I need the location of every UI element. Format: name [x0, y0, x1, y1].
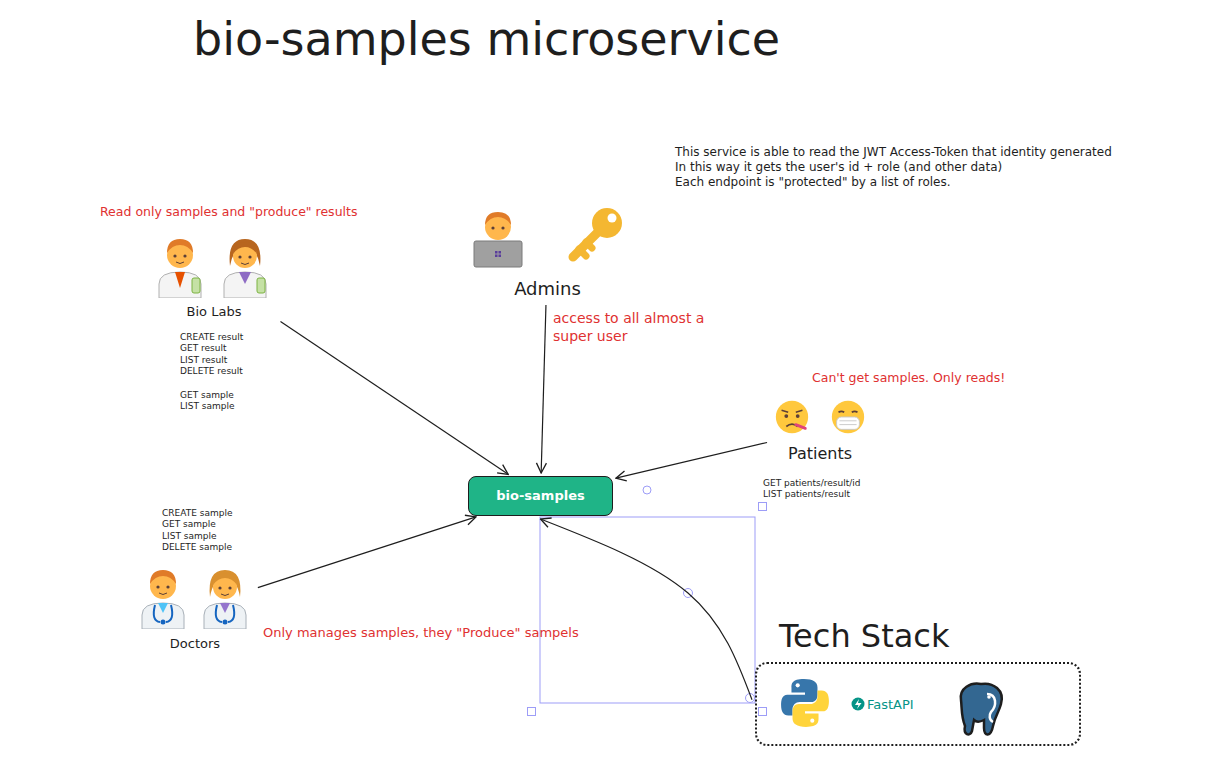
admin-actor: Admins	[465, 200, 630, 302]
note-text: In this way it gets the user's id + role…	[675, 160, 1002, 175]
endpoint-item: GET sample	[180, 390, 234, 401]
fastapi-logo-disc	[852, 698, 865, 711]
endpoint-item: LIST result	[180, 355, 227, 366]
postgres-logo	[961, 684, 1002, 735]
tech-stack-group: Tech StackFastAPI	[755, 662, 1081, 746]
note-text: This service is able to read the JWT Acc…	[675, 145, 1112, 160]
fastapi-logo-bolt	[855, 699, 862, 709]
tech-name: FastAPI	[867, 697, 914, 713]
endpoint-item: LIST sample	[180, 401, 234, 412]
admin-icon	[474, 212, 522, 267]
endpoint-item: GET patients/result/id	[763, 478, 860, 489]
actor-name: Bio Labs	[187, 304, 242, 320]
fastapi-logo	[852, 698, 865, 711]
mask-face-icon	[832, 401, 864, 433]
endpoint-item: LIST patients/result	[763, 489, 850, 500]
node-label: bio-samples	[496, 488, 584, 504]
selection-handle	[528, 708, 536, 716]
diagram-title: bio-samples microservice	[193, 12, 780, 66]
role-note: access to all almost a super user	[553, 310, 705, 345]
arrow-connector	[541, 305, 546, 473]
endpoint-item: DELETE result	[180, 366, 243, 377]
arrow-connector	[280, 322, 508, 475]
actor-name: Doctors	[170, 636, 220, 652]
doctor-icon	[204, 570, 246, 629]
role-note: Read only samples and "produce" results	[100, 204, 357, 220]
arrow-connector	[258, 517, 476, 588]
actor-name: Admins	[514, 278, 581, 300]
endpoint-item: GET sample	[162, 519, 216, 530]
key-icon	[573, 208, 622, 257]
python-logo	[781, 679, 829, 727]
note-text: Each endpoint is "protected" by a list o…	[675, 175, 951, 190]
endpoint-item: LIST sample	[162, 531, 216, 542]
patient-actor: Patients	[770, 395, 870, 465]
selection-frame	[540, 517, 755, 703]
service-box: bio-samples	[468, 476, 613, 516]
selection-overlay	[528, 486, 767, 716]
endpoint-item: DELETE sample	[162, 542, 232, 553]
actor-name: Patients	[788, 444, 852, 463]
arrow-connector	[541, 519, 753, 700]
doctor-actor: Doctors	[135, 562, 255, 654]
selection-handle	[759, 503, 767, 511]
endpoint-item: CREATE result	[180, 332, 243, 343]
role-note: Can't get samples. Only reads!	[812, 370, 1005, 386]
endpoint-item: CREATE sample	[162, 508, 232, 519]
sick-face-icon	[776, 401, 808, 433]
lab-actor: Bio Labs	[150, 232, 278, 322]
arrow-connector	[616, 442, 767, 478]
doctor-icon	[142, 570, 184, 629]
selection-handle	[643, 486, 651, 494]
role-note: Only manages samples, they "Produce" sam…	[263, 625, 579, 641]
lab-scientist-icon	[159, 239, 201, 298]
group-heading: Tech Stack	[779, 617, 949, 655]
lab-scientist-icon	[224, 239, 266, 298]
selection-handle	[759, 708, 767, 716]
endpoint-item: GET result	[180, 343, 226, 354]
